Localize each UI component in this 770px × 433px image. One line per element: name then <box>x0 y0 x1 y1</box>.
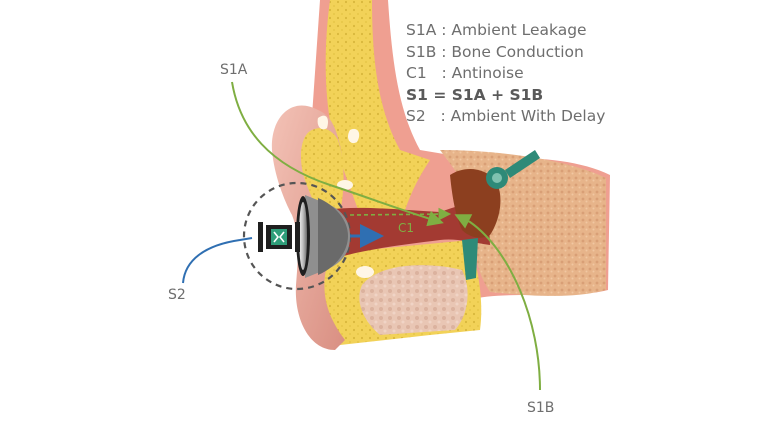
s2-arrow <box>182 237 253 284</box>
c1-arrow <box>349 207 452 221</box>
legend-row-s1b: S1B : Bone Conduction <box>406 42 584 61</box>
s1a-arrow <box>231 81 444 227</box>
legend-row-s1a: S1A : Ambient Leakage <box>406 21 587 39</box>
legend-row-c1: C1 : Antinoise <box>406 64 524 82</box>
callout-s1a: S1A <box>220 62 248 78</box>
legend-row-s1: S1 = S1A + S1B <box>406 85 544 104</box>
tissue-pad <box>359 265 468 335</box>
earbud-icon <box>296 195 350 278</box>
fat-tissue-upper <box>325 0 430 215</box>
callout-s1b: S1B <box>527 400 555 416</box>
callout-s2: S2 <box>168 287 186 303</box>
legend: S1A : Ambient Leakage S1B : Bone Conduct… <box>406 20 605 128</box>
eustachian-tube <box>462 238 478 280</box>
legend-row-s2: S2 : Ambient With Delay <box>406 107 606 125</box>
s1b-arrow <box>454 214 541 391</box>
callout-c1: C1 <box>398 221 415 235</box>
chip-icon <box>258 222 300 252</box>
